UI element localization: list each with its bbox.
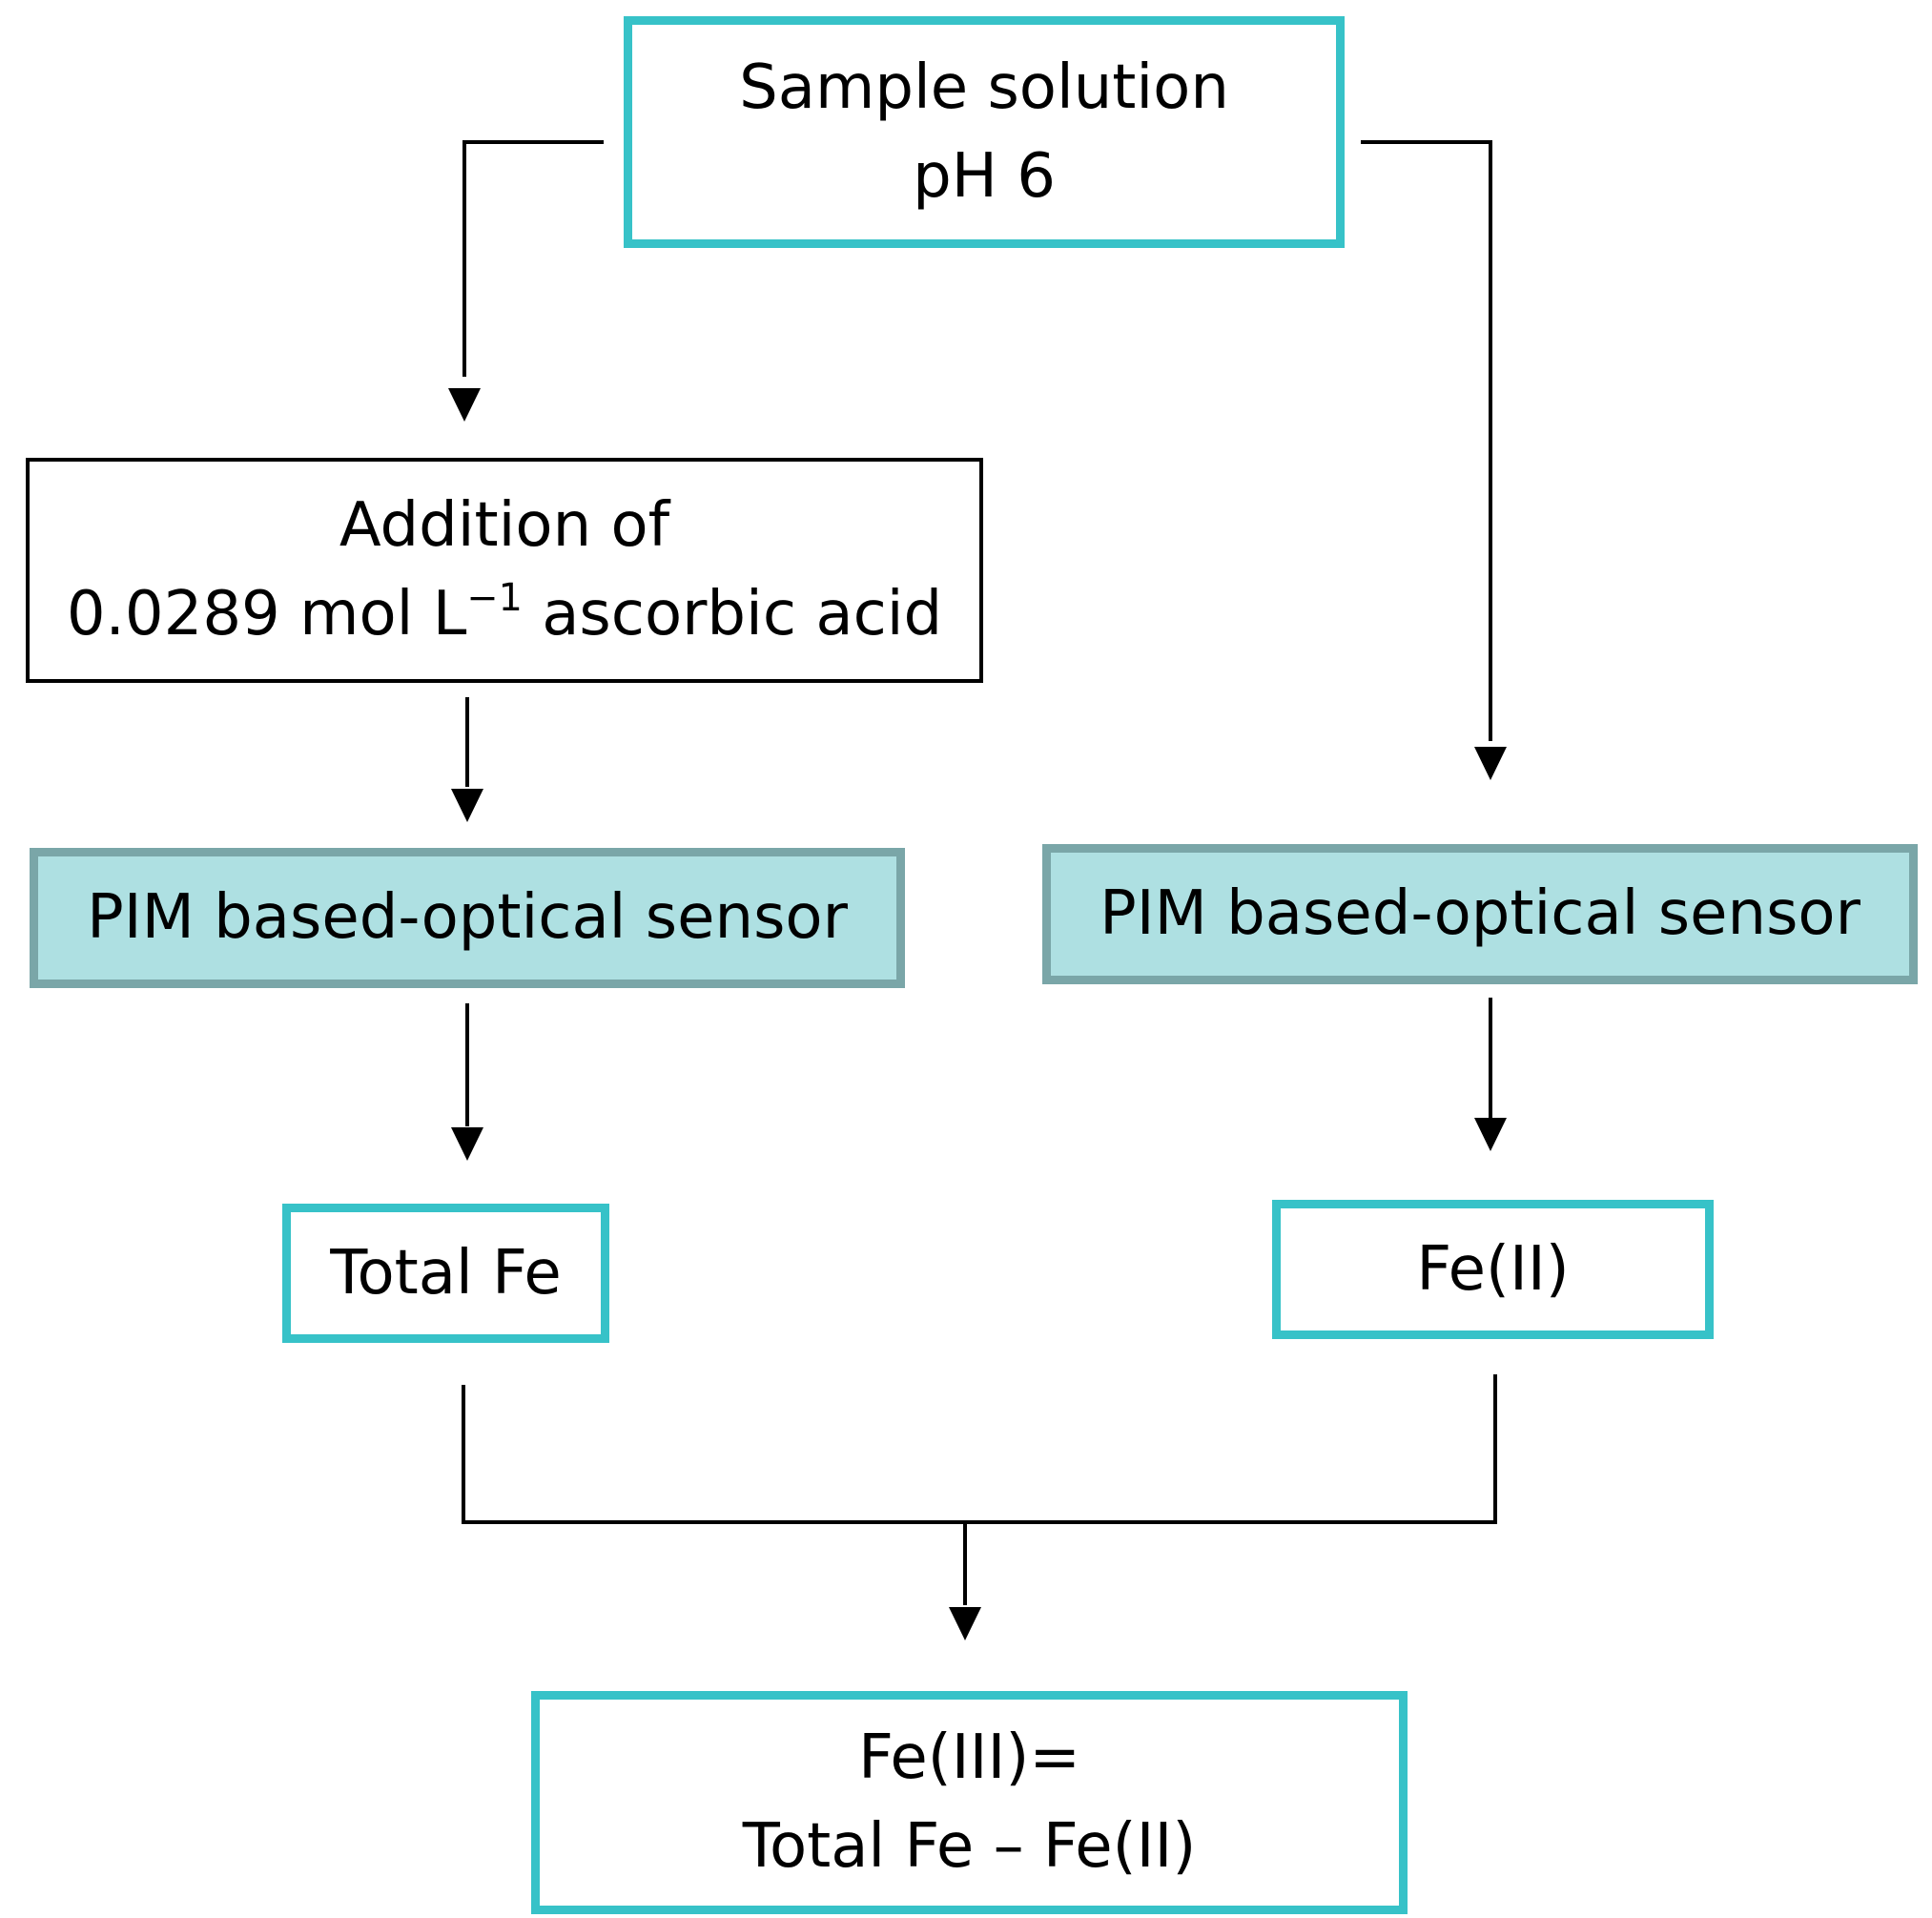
optical-sensor-label-left: PIM based-optical sensor bbox=[87, 882, 848, 954]
ascorbic-acid-concentration: 0.0289 mol L−1 ascorbic acid bbox=[67, 570, 942, 659]
arrowhead-fe2 bbox=[1474, 1118, 1507, 1151]
optical-sensor-box-right: PIM based-optical sensor bbox=[1042, 844, 1918, 984]
total-fe-label: Total Fe bbox=[330, 1237, 562, 1309]
connector-total-to-merge bbox=[462, 1385, 965, 1524]
fe-iii-formula: Total Fe – Fe(II) bbox=[742, 1811, 1197, 1882]
arrowhead-sensor-left bbox=[451, 789, 483, 822]
sample-ph-label: pH 6 bbox=[913, 140, 1056, 212]
connector-sample-to-fe2 bbox=[1361, 140, 1492, 741]
fe-ii-box: Fe(II) bbox=[1272, 1200, 1714, 1339]
optical-sensor-label-right: PIM based-optical sensor bbox=[1100, 878, 1860, 950]
total-fe-box: Total Fe bbox=[282, 1204, 609, 1343]
arrowhead-total-fe bbox=[451, 1127, 483, 1161]
concentration-unit-exponent: −1 bbox=[466, 576, 523, 621]
ascorbic-acid-addition-box: Addition of 0.0289 mol L−1 ascorbic acid bbox=[26, 458, 983, 683]
concentration-value: 0.0289 mol L bbox=[66, 579, 467, 650]
arrowhead-addition bbox=[448, 388, 481, 422]
connector-fe2-to-merge bbox=[965, 1374, 1497, 1524]
connector-sample-to-addition bbox=[462, 140, 604, 377]
addition-label: Addition of bbox=[339, 490, 670, 562]
arrowhead-fe2-branch bbox=[1474, 747, 1507, 780]
reagent-name: ascorbic acid bbox=[522, 579, 943, 650]
fe-iii-result-box: Fe(III)= Total Fe – Fe(II) bbox=[531, 1691, 1408, 1914]
sample-solution-box: Sample solution pH 6 bbox=[624, 16, 1345, 248]
fe-iii-label: Fe(III)= bbox=[858, 1722, 1080, 1794]
optical-sensor-box-left: PIM based-optical sensor bbox=[30, 848, 905, 988]
arrowhead-fe3 bbox=[949, 1607, 981, 1640]
sample-solution-label: Sample solution bbox=[739, 52, 1229, 123]
fe-ii-label: Fe(II) bbox=[1416, 1233, 1570, 1305]
